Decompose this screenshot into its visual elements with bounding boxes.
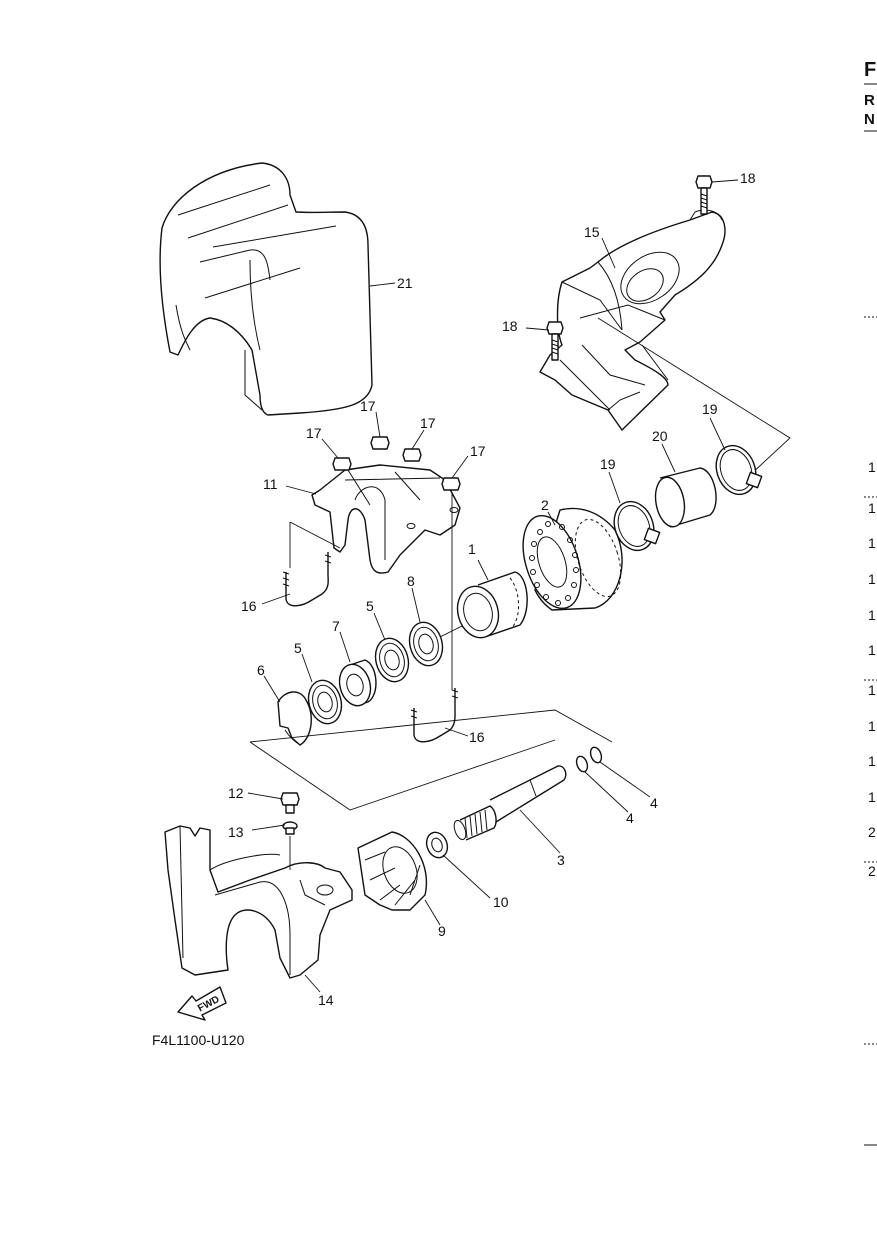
part-shaft-3	[453, 765, 567, 841]
callout-18: 18	[502, 318, 518, 334]
callout-4: 4	[626, 810, 634, 826]
callout-17: 17	[470, 443, 486, 459]
margin-header-letter: N	[864, 111, 875, 128]
margin-header-letter: F	[864, 59, 876, 81]
callout-2: 2	[541, 497, 549, 513]
damper-holes	[529, 521, 579, 606]
callout-labels: 21 18 15 18 19 20 19 2 1 17 17 17 17 11 …	[228, 170, 756, 1008]
callout-17: 17	[420, 415, 436, 431]
part-bolt-12	[280, 792, 300, 814]
margin-fragment: 1	[868, 753, 876, 769]
margin-fragment: 2	[868, 824, 876, 840]
part-housing-11	[311, 464, 461, 574]
callout-19: 19	[600, 456, 616, 472]
callout-14: 14	[318, 992, 334, 1008]
callout-16: 16	[241, 598, 257, 614]
part-bearing-7	[338, 659, 377, 707]
margin-fragment: 2	[868, 863, 876, 879]
part-plate-6	[277, 691, 312, 746]
part-coupler-9	[357, 831, 428, 911]
margin-fragment: 1	[868, 500, 876, 516]
part-damper-2	[522, 507, 623, 611]
assembly-line	[249, 709, 613, 743]
margin-fragment: 1	[868, 459, 876, 475]
part-nut-17-a	[332, 457, 352, 471]
callout-17: 17	[360, 398, 376, 414]
callout-17: 17	[306, 425, 322, 441]
part-seal-5-upper	[374, 637, 410, 683]
margin-fragment: 1	[868, 642, 876, 658]
part-cover-21	[159, 162, 373, 416]
part-bracket-15	[539, 209, 726, 431]
assembly-line	[249, 739, 556, 811]
figure-code: F4L1100-U120	[152, 1032, 245, 1048]
callout-5: 5	[294, 640, 302, 656]
part-ubolt-16-lower	[410, 688, 459, 743]
part-tube-20	[654, 467, 717, 528]
margin-fragment: 1	[868, 718, 876, 734]
callout-11: 11	[263, 476, 278, 492]
part-bolt-18-upper	[695, 175, 713, 215]
part-nut-17-d	[441, 477, 461, 491]
assembly-line	[289, 521, 341, 549]
part-clamp-19-right	[715, 444, 763, 496]
part-sleeve-1	[456, 571, 528, 639]
callout-9: 9	[438, 923, 446, 939]
callout-5: 5	[366, 598, 374, 614]
callout-10: 10	[493, 894, 509, 910]
callout-13: 13	[228, 824, 244, 840]
part-washer-13	[282, 821, 298, 835]
callout-6: 6	[257, 662, 265, 678]
callout-12: 12	[228, 785, 244, 801]
part-nut-17-b	[370, 436, 390, 450]
callout-16: 16	[469, 729, 485, 745]
callout-8: 8	[407, 573, 415, 589]
callout-18: 18	[740, 170, 756, 186]
callout-21: 21	[397, 275, 413, 291]
margin-fragment: 1	[868, 682, 876, 698]
callout-3: 3	[557, 852, 565, 868]
part-bolt-18-lower	[546, 321, 564, 361]
callout-4: 4	[650, 795, 658, 811]
part-seal-8	[408, 621, 444, 667]
margin-fragment: 1	[868, 571, 876, 587]
callout-1: 1	[468, 541, 476, 557]
part-clamp-19-left	[613, 500, 661, 552]
margin-fragment: 1	[868, 789, 876, 805]
right-margin-fragment: F R N 1 1 1 1 1 1 1 1 1 1 2 2	[864, 59, 877, 1146]
part-oring-4-a	[575, 755, 589, 773]
callout-7: 7	[332, 618, 340, 634]
callout-19: 19	[702, 401, 718, 417]
part-nut-17-c	[402, 448, 422, 462]
callout-20: 20	[652, 428, 668, 444]
part-oring-4-b	[589, 746, 603, 764]
fwd-arrow-icon: FWD	[177, 986, 227, 1021]
leader-lines	[247, 179, 739, 993]
margin-header-letter: R	[864, 92, 875, 109]
margin-fragment: 1	[868, 607, 876, 623]
part-washer-10	[425, 831, 449, 859]
callout-15: 15	[584, 224, 600, 240]
margin-fragment: 1	[868, 535, 876, 551]
part-ubolt-16-upper	[282, 552, 332, 607]
part-cover-14	[164, 825, 353, 979]
assembly-line	[597, 317, 791, 476]
